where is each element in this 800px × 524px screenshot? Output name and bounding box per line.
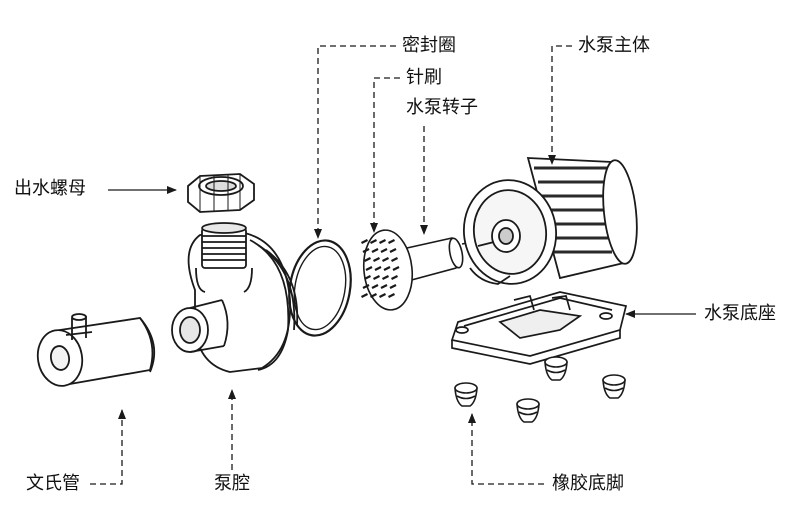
label-pump-body: 水泵主体 — [578, 35, 650, 56]
bristle — [389, 248, 397, 253]
rotor-assembly-part — [361, 229, 479, 311]
leader-needle-brush — [370, 77, 400, 233]
leader-seal-ring — [314, 45, 396, 239]
bristle — [373, 257, 380, 262]
bristle — [391, 257, 398, 262]
bristle — [388, 239, 395, 244]
rubber-foot — [516, 398, 540, 423]
bristle — [388, 293, 395, 298]
bristle — [379, 293, 386, 298]
pump-body-part — [462, 157, 638, 285]
leader-rubber-feet — [468, 413, 544, 485]
venturi-tube-part — [36, 313, 156, 387]
bristle — [364, 275, 371, 280]
bristle — [392, 266, 400, 271]
bristle — [365, 266, 373, 271]
bristle — [364, 257, 371, 262]
bristle — [389, 284, 397, 289]
rubber-foot — [602, 374, 626, 399]
rubber-feet-part — [454, 356, 626, 423]
label-venturi-tube: 文氏管 — [26, 473, 80, 494]
bristle — [361, 293, 368, 298]
label-seal-ring: 密封圈 — [402, 35, 456, 56]
bristle — [371, 284, 379, 289]
label-pump-rotor: 水泵转子 — [406, 97, 478, 118]
bristle — [391, 275, 398, 280]
bristle — [370, 239, 377, 244]
label-pump-chamber: 泵腔 — [214, 473, 250, 494]
bristle — [382, 275, 389, 280]
bristle — [382, 257, 389, 262]
bristle — [370, 293, 377, 298]
label-outlet-nut: 出水螺母 — [14, 178, 86, 199]
bristle — [373, 275, 380, 280]
bristle — [362, 284, 370, 289]
bristle — [361, 239, 368, 244]
leader-venturi-tube — [90, 409, 126, 485]
rubber-foot — [454, 382, 478, 407]
bristle — [362, 248, 370, 253]
bristle — [371, 248, 379, 253]
seal-ring-part — [288, 239, 352, 337]
label-rubber-feet: 橡胶底脚 — [552, 473, 624, 494]
bristle — [380, 248, 388, 253]
label-needle-brush: 针刷 — [406, 67, 442, 88]
bristle — [383, 266, 391, 271]
pump-base-part — [450, 291, 628, 365]
rubber-foot — [544, 356, 568, 381]
bristle — [380, 284, 388, 289]
bristle — [374, 266, 382, 271]
bristle — [379, 239, 386, 244]
leader-pump-body — [548, 45, 572, 165]
label-pump-base: 水泵底座 — [704, 303, 776, 324]
pump-chamber-part — [171, 222, 299, 373]
outlet-nut-part — [187, 173, 255, 213]
